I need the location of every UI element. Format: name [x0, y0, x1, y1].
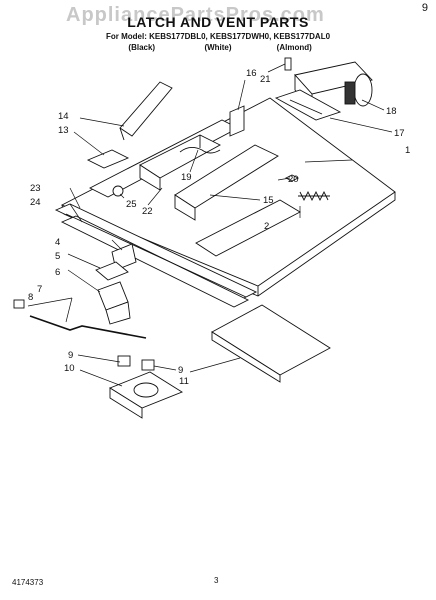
callout-20: 20: [288, 174, 299, 185]
callout-7: 7: [37, 284, 42, 295]
callout-9-left: 9: [68, 350, 73, 361]
latch-mechanism: [13, 243, 147, 339]
callout-11: 11: [179, 376, 189, 387]
callout-19: 19: [181, 172, 192, 183]
vent-brackets: [86, 81, 245, 169]
watermark: AppliancePartsPros.com: [66, 4, 325, 26]
color-label-black: (Black): [128, 43, 156, 52]
callout-9-right: 9: [178, 365, 183, 376]
callout-6: 6: [55, 267, 60, 278]
color-label-almond: (Almond): [276, 43, 312, 52]
model-line: For Model: KEBS177DBL0, KEBS177DWH0, KEB…: [105, 32, 331, 41]
callout-5: 5: [55, 251, 60, 262]
callout-10: 10: [64, 363, 75, 374]
corner-mark: 9: [421, 2, 428, 14]
callout-numbers: 1 2 4 5 6 7 8 9 9 10 11 13 14 15 16 17 1…: [28, 68, 410, 387]
callout-23: 23: [30, 183, 41, 194]
callout-13: 13: [58, 125, 69, 136]
callout-18: 18: [386, 106, 397, 117]
part-number: 4174373: [12, 578, 44, 587]
leader-lines: [27, 63, 393, 387]
fan-bracket-plate: [274, 89, 342, 121]
front-trim: [54, 203, 258, 308]
page-number: 3: [214, 576, 219, 585]
callout-15: 15: [263, 195, 274, 206]
callout-14: 14: [58, 111, 69, 122]
color-labels: (Black) (White) (Almond): [0, 43, 436, 52]
color-label-white: (White): [204, 43, 232, 52]
callout-4: 4: [55, 237, 60, 248]
callout-2: 2: [264, 221, 269, 232]
callout-24: 24: [30, 197, 41, 208]
latch-motor: [109, 355, 183, 419]
cover-plate: [211, 304, 331, 383]
callout-25: 25: [126, 199, 137, 210]
callout-22: 22: [142, 206, 153, 217]
callout-1: 1: [405, 145, 410, 156]
diagram-title: LATCH AND VENT PARTS: [127, 14, 309, 30]
callout-21: 21: [260, 74, 271, 85]
callout-17: 17: [394, 128, 405, 139]
callout-8: 8: [28, 292, 33, 303]
callout-16: 16: [246, 68, 257, 79]
small-latch-parts: [112, 147, 330, 202]
